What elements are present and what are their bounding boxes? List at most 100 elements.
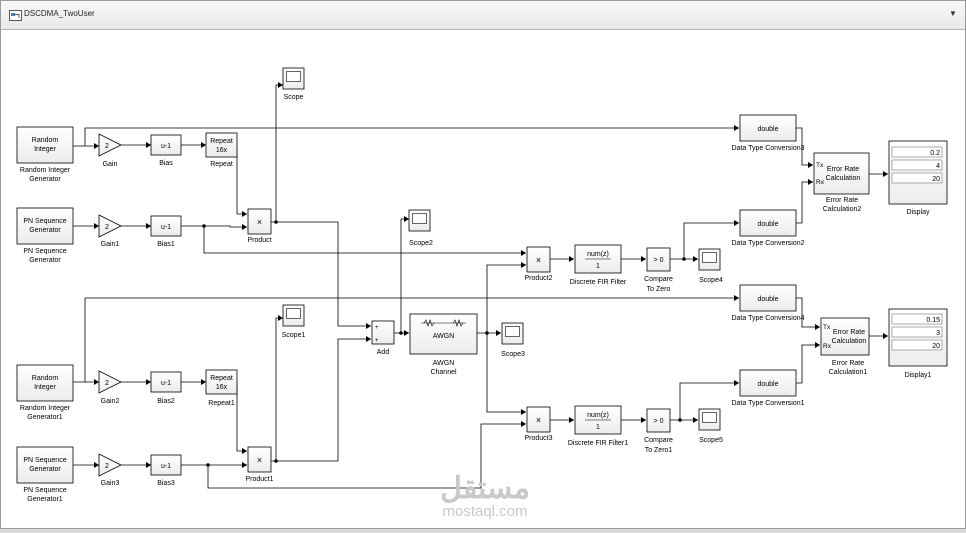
data-type-conversion1-block[interactable]: double Data Type Conversion1 [731, 369, 805, 407]
svg-text:u-1: u-1 [161, 224, 171, 231]
repeat-block[interactable]: Repeat 16x Repeat [205, 132, 238, 168]
noise-icon [423, 319, 435, 327]
model-titlebar: DSCDMA_TwoUser ▼ [1, 1, 965, 30]
svg-text:Bias1: Bias1 [157, 241, 175, 248]
svg-text:Data Type Conversion3: Data Type Conversion3 [731, 145, 804, 152]
svg-text:Bias3: Bias3 [157, 480, 175, 487]
data-type-conversion2-block[interactable]: double Data Type Conversion2 [731, 209, 805, 247]
svg-text:Integer: Integer [34, 146, 56, 153]
watermark: مستقل mostaql.com [440, 472, 530, 520]
svg-text:2: 2 [105, 380, 109, 387]
svg-text:1: 1 [596, 424, 600, 431]
scope1-block[interactable]: Scope1 [282, 304, 306, 339]
display1-block[interactable]: 0.15 3 20 Display1 [888, 308, 948, 379]
pn-sequence-generator-block[interactable]: PN Sequence Generator PN Sequence Genera… [16, 207, 74, 264]
discrete-fir-filter-block[interactable]: num(z) 1 Discrete FIR Filter [570, 244, 627, 286]
branch-point [399, 331, 403, 335]
branch-point [202, 224, 206, 228]
svg-text:Discrete FIR Filter1: Discrete FIR Filter1 [568, 440, 628, 447]
svg-text:Rx: Rx [823, 343, 832, 350]
bias2-block[interactable]: u-1 Bias2 [150, 371, 182, 405]
signal-line [236, 145, 247, 217]
svg-text:Repeat1: Repeat1 [208, 400, 235, 407]
gain-block[interactable]: 2 Gain [98, 133, 122, 168]
signal-line [271, 221, 371, 329]
svg-text:num(z): num(z) [587, 251, 609, 258]
svg-text:u-1: u-1 [161, 380, 171, 387]
bias1-block[interactable]: u-1 Bias1 [150, 215, 182, 248]
scope4-block[interactable]: Scope4 [698, 248, 723, 284]
signal-line [236, 382, 247, 454]
svg-text:Data Type Conversion4: Data Type Conversion4 [731, 315, 804, 322]
scope5-block[interactable]: Scope5 [698, 408, 723, 444]
pn-sequence-generator1-block[interactable]: PN Sequence Generator PN Sequence Genera… [16, 446, 74, 503]
svg-text:Error Rate: Error Rate [827, 166, 859, 173]
svg-text:Random Integer: Random Integer [20, 405, 71, 412]
display-value: 20 [932, 176, 940, 183]
error-rate-calculation1-block[interactable]: Tx Rx Error Rate Calculation Error Rate … [820, 317, 870, 376]
display-block[interactable]: 0.2 4 20 Display [888, 140, 948, 216]
data-type-conversion4-block[interactable]: double Data Type Conversion4 [731, 284, 805, 322]
compare-to-zero-block[interactable]: > 0 Compare To Zero [644, 247, 673, 293]
svg-text:> 0: > 0 [654, 418, 664, 425]
chevron-down-icon[interactable]: ▼ [949, 9, 957, 18]
svg-text:double: double [757, 296, 778, 303]
svg-text:1: 1 [596, 263, 600, 270]
svg-text:Generator1: Generator1 [27, 414, 63, 421]
svg-text:Generator: Generator [29, 227, 61, 234]
svg-text:2: 2 [105, 463, 109, 470]
svg-text:16x: 16x [216, 147, 228, 154]
product-block[interactable]: × Product [247, 208, 272, 244]
gain2-block[interactable]: 2 Gain2 [98, 370, 122, 405]
scope2-block[interactable]: Scope2 [408, 209, 433, 247]
svg-text:double: double [757, 126, 778, 133]
diagram-canvas[interactable]: Random Integer Random Integer Generator … [1, 30, 965, 528]
scope-block[interactable]: Scope [282, 67, 305, 101]
svg-text:Error Rate: Error Rate [833, 329, 865, 336]
gain1-block[interactable]: 2 Gain1 [98, 214, 122, 248]
svg-text:PN Sequence: PN Sequence [23, 457, 66, 464]
svg-text:Scope2: Scope2 [409, 240, 433, 247]
svg-text:+: + [375, 338, 379, 344]
display-value: 3 [936, 330, 940, 337]
svg-text:mostaql.com: mostaql.com [442, 503, 527, 520]
add-block[interactable]: + + Add [371, 320, 395, 356]
repeat1-block[interactable]: Repeat 16x Repeat1 [205, 369, 238, 407]
svg-text:Tx: Tx [816, 162, 824, 169]
error-rate-calculation2-block[interactable]: Tx Rx Error Rate Calculation Error Rate … [813, 152, 870, 213]
svg-text:double: double [757, 381, 778, 388]
svg-text:Scope1: Scope1 [282, 332, 306, 339]
svg-text:u-1: u-1 [161, 463, 171, 470]
branch-point [206, 463, 210, 467]
svg-text:AWGN: AWGN [433, 333, 455, 340]
model-name-tab[interactable]: DSCDMA_TwoUser [24, 9, 95, 18]
scope3-block[interactable]: Scope3 [501, 322, 525, 358]
svg-text:2: 2 [105, 143, 109, 150]
signal-line [679, 380, 739, 420]
svg-text:Repeat: Repeat [210, 138, 233, 145]
svg-text:Random: Random [32, 375, 59, 382]
svg-text:Error Rate: Error Rate [832, 360, 864, 367]
signal-line [486, 333, 526, 415]
random-integer-generator-block[interactable]: Random Integer Random Integer Generator [16, 126, 74, 183]
svg-text:Error Rate: Error Rate [826, 197, 858, 204]
svg-text:Bias2: Bias2 [157, 398, 175, 405]
gain3-block[interactable]: 2 Gain3 [98, 453, 122, 487]
product2-block[interactable]: × Product2 [524, 246, 553, 282]
random-integer-generator1-block[interactable]: Random Integer Random Integer Generator1 [16, 364, 74, 421]
data-type-conversion3-block[interactable]: double Data Type Conversion3 [731, 114, 805, 152]
svg-text:Display: Display [907, 209, 930, 216]
product3-block[interactable]: × Product3 [524, 406, 553, 442]
compare-to-zero1-block[interactable]: > 0 Compare To Zero1 [644, 408, 673, 454]
svg-text:Scope: Scope [284, 94, 304, 101]
svg-text:Channel: Channel [430, 369, 457, 376]
bias3-block[interactable]: u-1 Bias3 [150, 454, 182, 487]
svg-text:Bias: Bias [159, 160, 173, 167]
awgn-channel-block[interactable]: AWGN AWGN Channel [409, 313, 478, 376]
signal-line [796, 297, 820, 330]
svg-text:×: × [257, 217, 262, 227]
discrete-fir-filter1-block[interactable]: num(z) 1 Discrete FIR Filter1 [568, 405, 628, 447]
product1-block[interactable]: × Product1 [245, 446, 274, 483]
bias-block[interactable]: u-1 Bias [150, 134, 182, 167]
display-value: 0.15 [926, 317, 940, 324]
